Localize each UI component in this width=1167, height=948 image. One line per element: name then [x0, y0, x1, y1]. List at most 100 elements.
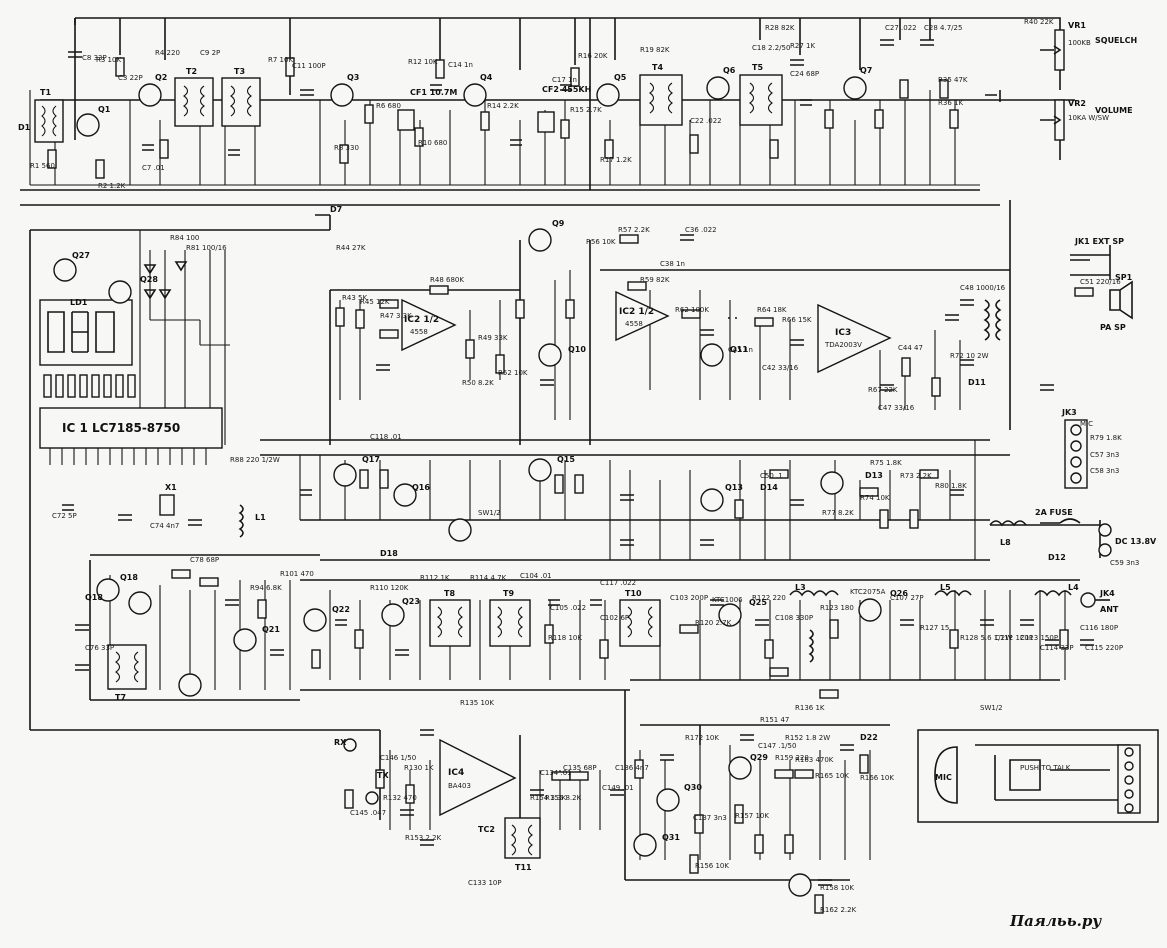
- component-value-28: C3 22P: [118, 74, 143, 82]
- audio-section: [329, 200, 1133, 445]
- transistor-label-q23: Q23: [402, 597, 420, 606]
- volume-label: VOLUME: [1095, 106, 1133, 115]
- ld1-label: LD1: [70, 298, 88, 307]
- transistor-label-q13: Q13: [725, 483, 743, 492]
- x1-label: X1: [165, 483, 177, 492]
- ic2a-label: IC2 1/2: [404, 315, 439, 325]
- component-value-37: R49 33K: [478, 334, 508, 342]
- component-value-61: R77 8.2K: [822, 509, 854, 517]
- transistor-label-q7: Q7: [860, 66, 872, 75]
- component-value-87: C107 27P: [890, 594, 924, 602]
- jk4-label: JK4: [1099, 589, 1115, 598]
- component-value-91: C113 150P: [1020, 634, 1058, 642]
- component-value-54: C51 220/16: [1080, 278, 1121, 286]
- component-value-119: R158 10K: [820, 884, 854, 892]
- component-value-10: C18 2.2/50: [752, 44, 790, 52]
- component-value-69: C72 5P: [52, 512, 77, 520]
- component-value-114: R155 8.2K: [545, 794, 582, 802]
- component-value-26: R1 560: [30, 162, 55, 170]
- d1-label: D1: [18, 123, 31, 132]
- component-value-57: R80 1.8K: [935, 482, 967, 490]
- cf1-label: CF1 10.7M: [410, 88, 457, 97]
- component-value-47: R66 15K: [782, 316, 812, 324]
- component-value-117: R156 10K: [695, 862, 729, 870]
- vr1-value: 100KB: [1068, 39, 1091, 47]
- transistor-label-q6: Q6: [723, 66, 736, 75]
- component-value-108: R130 1K: [404, 764, 434, 772]
- jk3-mic-label: MIC: [1080, 420, 1093, 428]
- component-value-121: C149 .01: [602, 784, 634, 792]
- l5-label: L5: [940, 583, 951, 592]
- component-value-112: C135 68P: [563, 764, 597, 772]
- transistor-label-q22: Q22: [332, 605, 350, 614]
- part-reference-labels: CF1 10.7M CF2 455KH T1 T2 T3 T4 T5 T7 T8…: [18, 63, 1079, 872]
- component-value-72: C78 68P: [190, 556, 219, 564]
- component-value-109: R153 2.2K: [405, 834, 442, 842]
- component-value-51: R67 22K: [868, 386, 898, 394]
- component-value-65: C59 3n3: [1110, 559, 1139, 567]
- component-value-74: R101 470: [280, 570, 314, 578]
- transistor-label-q16: Q16: [412, 483, 430, 492]
- transistor-label-q17: Q17: [362, 455, 380, 464]
- q26-part: KTC2075A: [850, 588, 886, 596]
- component-value-96: R136 1K: [795, 704, 825, 712]
- component-value-103: R165 10K: [815, 772, 849, 780]
- t4-label: T4: [652, 63, 663, 72]
- component-value-100: C147 .1/50: [758, 742, 796, 750]
- component-value-83: R120 2.7K: [695, 619, 732, 627]
- component-value-82: C103 200P: [670, 594, 708, 602]
- watermark-logo: Паяльь.ру: [1009, 912, 1102, 930]
- fuse-label: 2A FUSE: [1035, 508, 1073, 517]
- mic-connector-box: [917, 729, 1159, 823]
- d12-label: D12: [1048, 553, 1066, 562]
- component-value-12: C27 .022: [885, 24, 917, 32]
- l4-label: L4: [1068, 583, 1079, 592]
- component-value-106: C146 1/50: [380, 754, 416, 762]
- mic-box-label: MIC: [935, 773, 952, 782]
- ic2a-part: 4558: [410, 328, 428, 336]
- transistor-label-q18: Q18: [120, 573, 138, 582]
- component-value-84: R122 220: [752, 594, 786, 602]
- component-value-4: R7 10K: [268, 56, 293, 64]
- tc2-label: TC2: [478, 825, 495, 834]
- d14-label: D14: [760, 483, 778, 492]
- component-value-104: R166 10K: [860, 774, 894, 782]
- component-value-99: R172 10K: [685, 734, 719, 742]
- component-value-32: R44 27K: [336, 244, 366, 252]
- t9-label: T9: [503, 589, 514, 598]
- l8-label: L8: [1000, 538, 1011, 547]
- component-value-80: R118 10K: [548, 634, 582, 642]
- component-value-86: R123 180: [820, 604, 854, 612]
- component-value-29: C7 .01: [142, 164, 165, 172]
- component-value-43: C38 1n: [660, 260, 685, 268]
- r40-label: R40 22K: [1024, 18, 1054, 26]
- ic3-label: IC3: [835, 328, 851, 338]
- component-value-81: C102 6P: [600, 614, 629, 622]
- component-value-68: R88 220 1/2W: [230, 456, 280, 464]
- component-value-95: R135 10K: [460, 699, 494, 707]
- ic4-part: BA403: [448, 782, 471, 790]
- t7-label: T7: [115, 693, 126, 702]
- sp1-label: SP1: [1115, 273, 1133, 282]
- d22-label: D22: [860, 733, 878, 742]
- component-value-17: C24 68P: [790, 70, 819, 78]
- component-value-75: R110 120K: [370, 584, 409, 592]
- component-value-85: C108 330P: [775, 614, 813, 622]
- rx-led-label: RX: [334, 738, 347, 747]
- transistor-label-q5: Q5: [614, 73, 627, 82]
- component-value-19: R36 1K: [938, 99, 963, 107]
- component-value-25: R17 1.2K: [600, 156, 632, 164]
- transistor-label-q25: Q25: [749, 598, 767, 607]
- tx-led-label: TX: [377, 771, 389, 780]
- component-value-7: C14 1n: [448, 61, 473, 69]
- component-value-8: R16 20K: [578, 52, 608, 60]
- transistor-label-q21: Q21: [262, 625, 280, 634]
- dc-label: DC 13.8V: [1115, 537, 1157, 546]
- d11-label: D11: [968, 378, 986, 387]
- component-value-15: C22 .022: [690, 117, 722, 125]
- vr2-label: VR2: [1068, 99, 1086, 108]
- transistor-label-q15: Q15: [557, 455, 575, 464]
- component-value-89: R128 5.6 1/2W: [960, 634, 1012, 642]
- component-value-23: R14 2.2K: [487, 102, 519, 110]
